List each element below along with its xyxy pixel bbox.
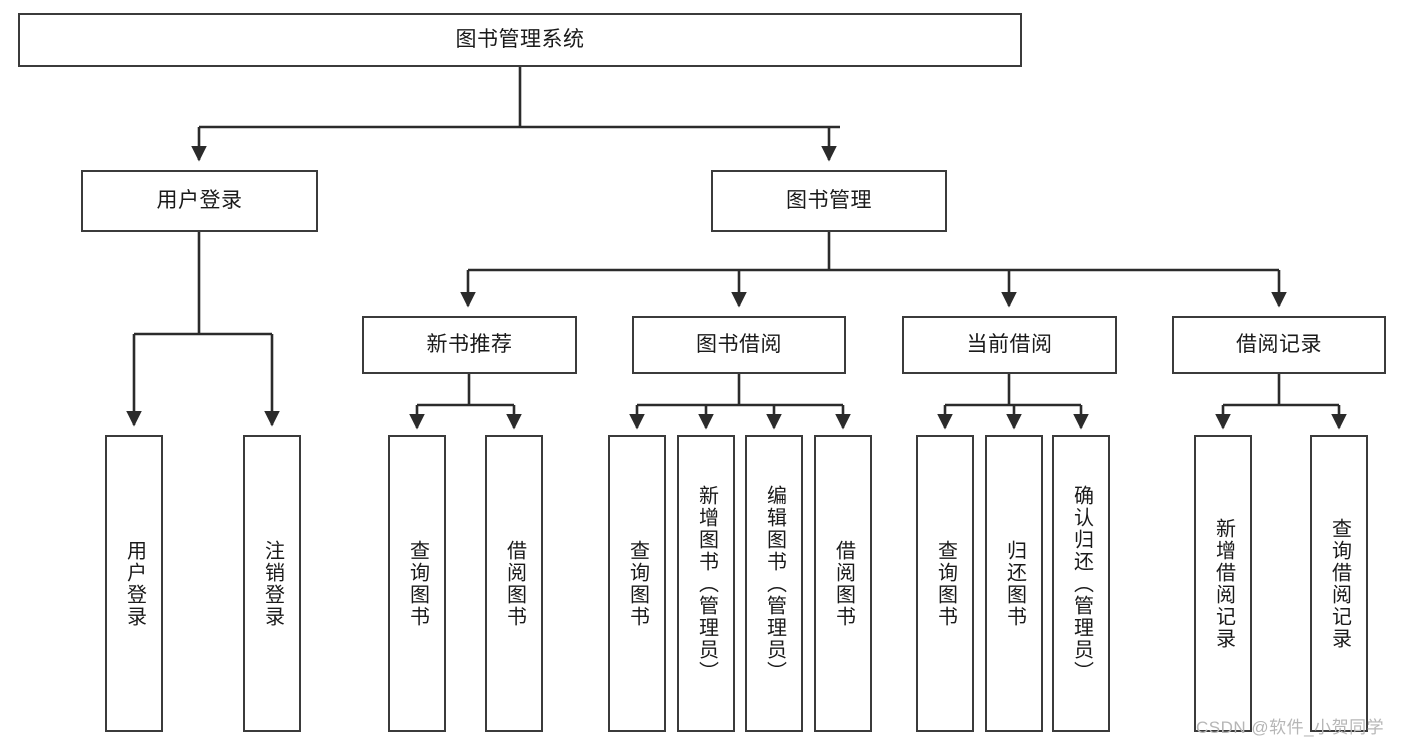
node-borrow-record-label: 借阅记录 bbox=[1236, 333, 1322, 357]
node-book-borrow[interactable]: 图书借阅 bbox=[632, 316, 846, 374]
node-leaf-user-logout-label: 注销登录 bbox=[261, 539, 284, 628]
node-leaf-query-book-1[interactable]: 查询图书 bbox=[388, 435, 446, 732]
node-leaf-query-book-2[interactable]: 查询图书 bbox=[608, 435, 666, 732]
node-leaf-add-record-label: 新增借阅记录 bbox=[1212, 517, 1235, 650]
node-leaf-user-logout[interactable]: 注销登录 bbox=[243, 435, 301, 732]
csdn-watermark: CSDN @软件_小贺同学 bbox=[1196, 718, 1385, 737]
node-leaf-user-login-label: 用户登录 bbox=[123, 539, 146, 628]
node-leaf-edit-book-label: 编辑图书（管理员） bbox=[763, 484, 786, 683]
node-current-borrow[interactable]: 当前借阅 bbox=[902, 316, 1117, 374]
node-leaf-borrow-book-1[interactable]: 借阅图书 bbox=[485, 435, 543, 732]
node-leaf-query-book-1-label: 查询图书 bbox=[406, 539, 429, 628]
node-user-login[interactable]: 用户登录 bbox=[81, 170, 318, 232]
node-book-manage[interactable]: 图书管理 bbox=[711, 170, 947, 232]
node-leaf-query-book-3-label: 查询图书 bbox=[934, 539, 957, 628]
node-leaf-borrow-book-1-label: 借阅图书 bbox=[503, 539, 526, 628]
node-leaf-query-record[interactable]: 查询借阅记录 bbox=[1310, 435, 1368, 732]
node-borrow-record[interactable]: 借阅记录 bbox=[1172, 316, 1386, 374]
node-root-label: 图书管理系统 bbox=[455, 28, 585, 52]
node-leaf-borrow-book-2[interactable]: 借阅图书 bbox=[814, 435, 872, 732]
node-leaf-query-record-label: 查询借阅记录 bbox=[1328, 517, 1351, 650]
node-leaf-user-login[interactable]: 用户登录 bbox=[105, 435, 163, 732]
node-leaf-return-book-label: 归还图书 bbox=[1003, 539, 1026, 628]
node-leaf-return-book[interactable]: 归还图书 bbox=[985, 435, 1043, 732]
node-leaf-edit-book[interactable]: 编辑图书（管理员） bbox=[745, 435, 803, 732]
node-leaf-add-book[interactable]: 新增图书（管理员） bbox=[677, 435, 735, 732]
node-leaf-confirm-return[interactable]: 确认归还（管理员） bbox=[1052, 435, 1110, 732]
node-leaf-confirm-return-label: 确认归还（管理员） bbox=[1070, 484, 1093, 683]
node-leaf-query-book-3[interactable]: 查询图书 bbox=[916, 435, 974, 732]
node-leaf-borrow-book-2-label: 借阅图书 bbox=[832, 539, 855, 628]
node-root[interactable]: 图书管理系统 bbox=[18, 13, 1022, 67]
node-book-borrow-label: 图书借阅 bbox=[696, 333, 782, 357]
node-leaf-add-book-label: 新增图书（管理员） bbox=[695, 484, 718, 683]
node-new-book-rec[interactable]: 新书推荐 bbox=[362, 316, 577, 374]
node-user-login-label: 用户登录 bbox=[156, 189, 243, 213]
node-new-book-rec-label: 新书推荐 bbox=[426, 333, 513, 357]
node-leaf-query-book-2-label: 查询图书 bbox=[626, 539, 649, 628]
node-book-manage-label: 图书管理 bbox=[786, 189, 872, 213]
node-leaf-add-record[interactable]: 新增借阅记录 bbox=[1194, 435, 1252, 732]
node-current-borrow-label: 当前借阅 bbox=[966, 333, 1053, 357]
